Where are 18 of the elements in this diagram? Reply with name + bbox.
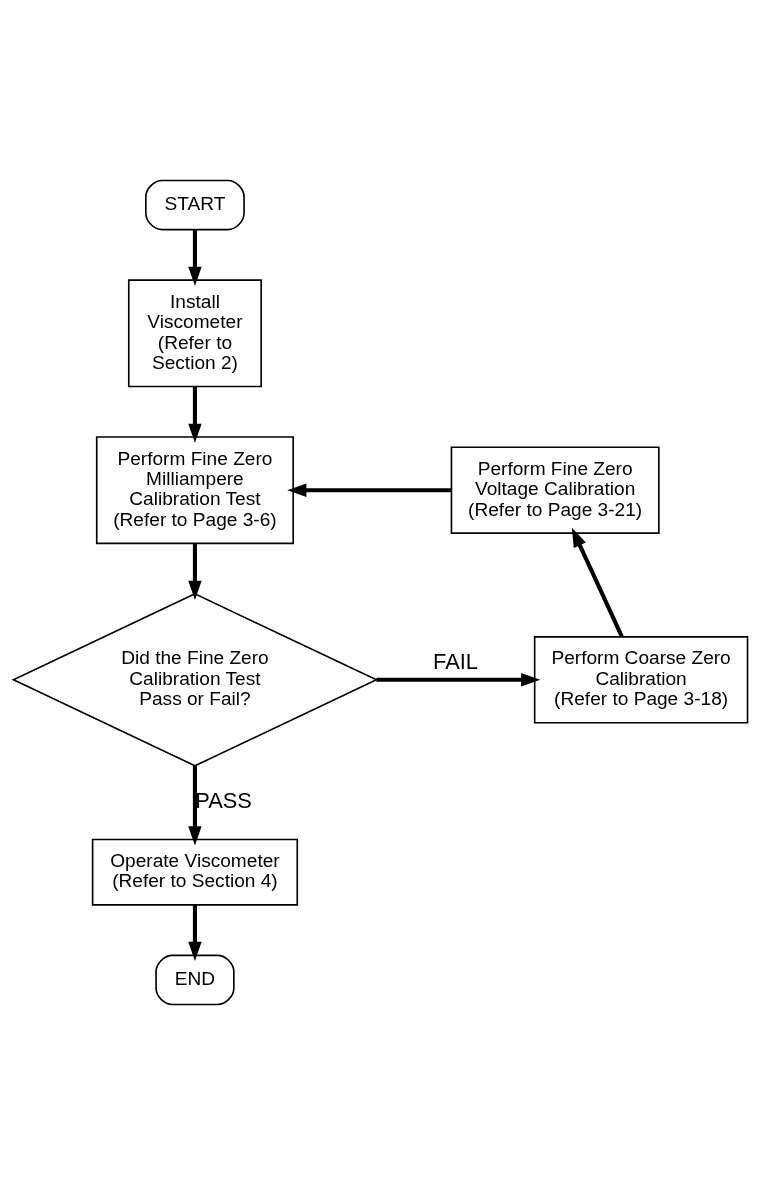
arrow [188, 386, 202, 443]
edge-label: PASS [195, 787, 252, 813]
node-box: Perform Fine Zero Voltage Calibration (Refer to Page 3-21) [450, 445, 660, 534]
arrow [287, 482, 452, 497]
arrow [188, 765, 202, 845]
node-box: Operate Viscometer (Refer to Section 4) [91, 838, 299, 906]
arrow [188, 229, 202, 286]
node-box: Install Viscometer (Refer to Section 2) [127, 278, 262, 387]
arrow [376, 672, 541, 687]
edge-label: FAIL [433, 648, 478, 674]
arrow [571, 527, 624, 637]
node-box: END [155, 954, 235, 1005]
node-diamond: Did the Fine Zero Calibration Test Pass or Fail? [11, 592, 379, 767]
arrow [188, 904, 202, 961]
node-box: Perform Fine Zero Milliampere Calibration Test (Refer to Page 3-6) [95, 435, 294, 544]
node-box: START [145, 179, 245, 230]
arrow [188, 543, 202, 600]
node-box: Perform Coarse Zero Calibration (Refer to Page 3-18) [533, 635, 749, 724]
